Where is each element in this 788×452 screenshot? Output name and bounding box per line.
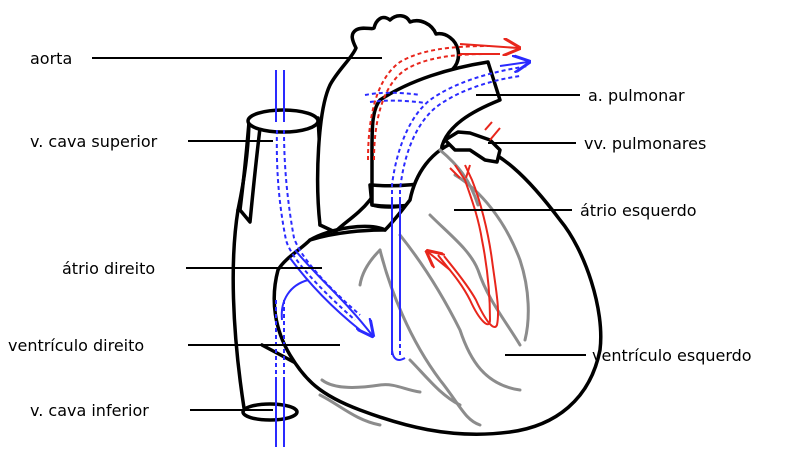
- vena-cava-superior-shape: [238, 110, 321, 225]
- label-veias-pulmonares: vv. pulmonares: [584, 134, 706, 153]
- label-vena-cava-superior: v. cava superior: [30, 132, 158, 151]
- label-ventriculo-direito: ventrículo direito: [8, 336, 144, 355]
- label-vena-cava-inferior: v. cava inferior: [30, 401, 149, 420]
- label-arteria-pulmonar: a. pulmonar: [588, 86, 685, 105]
- label-atrio-esquerdo: átrio esquerdo: [580, 201, 697, 220]
- label-aorta: aorta: [30, 49, 72, 68]
- label-atrio-direito: átrio direito: [62, 259, 155, 278]
- label-ventriculo-esquerdo: ventrículo esquerdo: [592, 346, 752, 365]
